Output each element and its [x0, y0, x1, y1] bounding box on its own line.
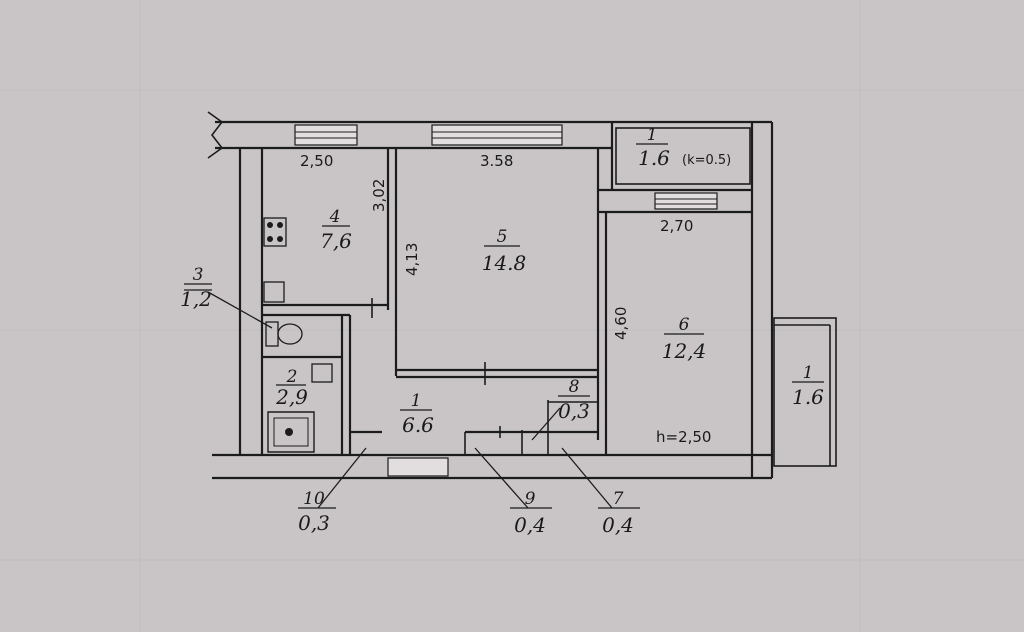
room-8-area: 0,3 [558, 399, 590, 423]
room-10-number: 10 [303, 489, 325, 509]
room-10-area: 0,3 [298, 511, 330, 535]
dim-3-02: 3,02 [370, 179, 388, 212]
room-6-number: 6 [679, 315, 690, 335]
interior-walls [262, 148, 608, 455]
dim-2-70: 2,70 [660, 217, 693, 235]
bathtub-icon [267, 411, 315, 453]
balcony-top-note: (k=0.5) [682, 153, 731, 168]
toilet-icon [265, 321, 303, 347]
room-5-number: 5 [497, 227, 508, 247]
ceiling-height: h=2,50 [656, 428, 711, 446]
leader-lines [184, 289, 640, 509]
room-5-area: 14.8 [482, 251, 527, 275]
room-9-area: 0,4 [514, 513, 546, 537]
balconies [615, 127, 837, 467]
dim-4-60: 4,60 [612, 307, 630, 340]
balcony-right-area: 1.6 [792, 385, 824, 409]
room-1-area: 6.6 [402, 413, 434, 437]
room-labels: 4 7,6 5 14.8 6 12,4 3 1,2 2 2,9 1 6.6 8 … [180, 125, 824, 537]
basin-icon [311, 363, 333, 383]
room-7-area: 0,4 [602, 513, 634, 537]
balcony-top-area: 1.6 [638, 146, 670, 170]
stove-icon [263, 217, 287, 247]
windows [294, 124, 718, 477]
room-3-number: 3 [193, 265, 204, 285]
dim-4-13: 4,13 [403, 243, 421, 276]
room-9-number: 9 [525, 489, 536, 509]
room-3-area: 1,2 [180, 287, 212, 311]
dim-2-50: 2,50 [300, 152, 333, 170]
room-4-number: 4 [329, 207, 341, 227]
room-4-area: 7,6 [320, 229, 352, 253]
balcony-top-number: 1 [647, 125, 658, 145]
room-2-number: 2 [286, 367, 298, 387]
sink-icon [263, 281, 285, 303]
room-1-number: 1 [411, 391, 422, 411]
fixtures [263, 217, 333, 453]
outer-walls [207, 111, 774, 480]
room-7-number: 7 [613, 489, 624, 509]
dim-3-58: 3.58 [480, 152, 513, 170]
dimension-labels: 2,50 3.58 2,70 3,02 4,13 4,60 h=2,50 [300, 152, 711, 446]
room-2-area: 2,9 [275, 385, 308, 409]
room-8-number: 8 [569, 377, 580, 397]
room-6-area: 12,4 [662, 339, 707, 363]
balcony-right-number: 1 [803, 363, 814, 383]
